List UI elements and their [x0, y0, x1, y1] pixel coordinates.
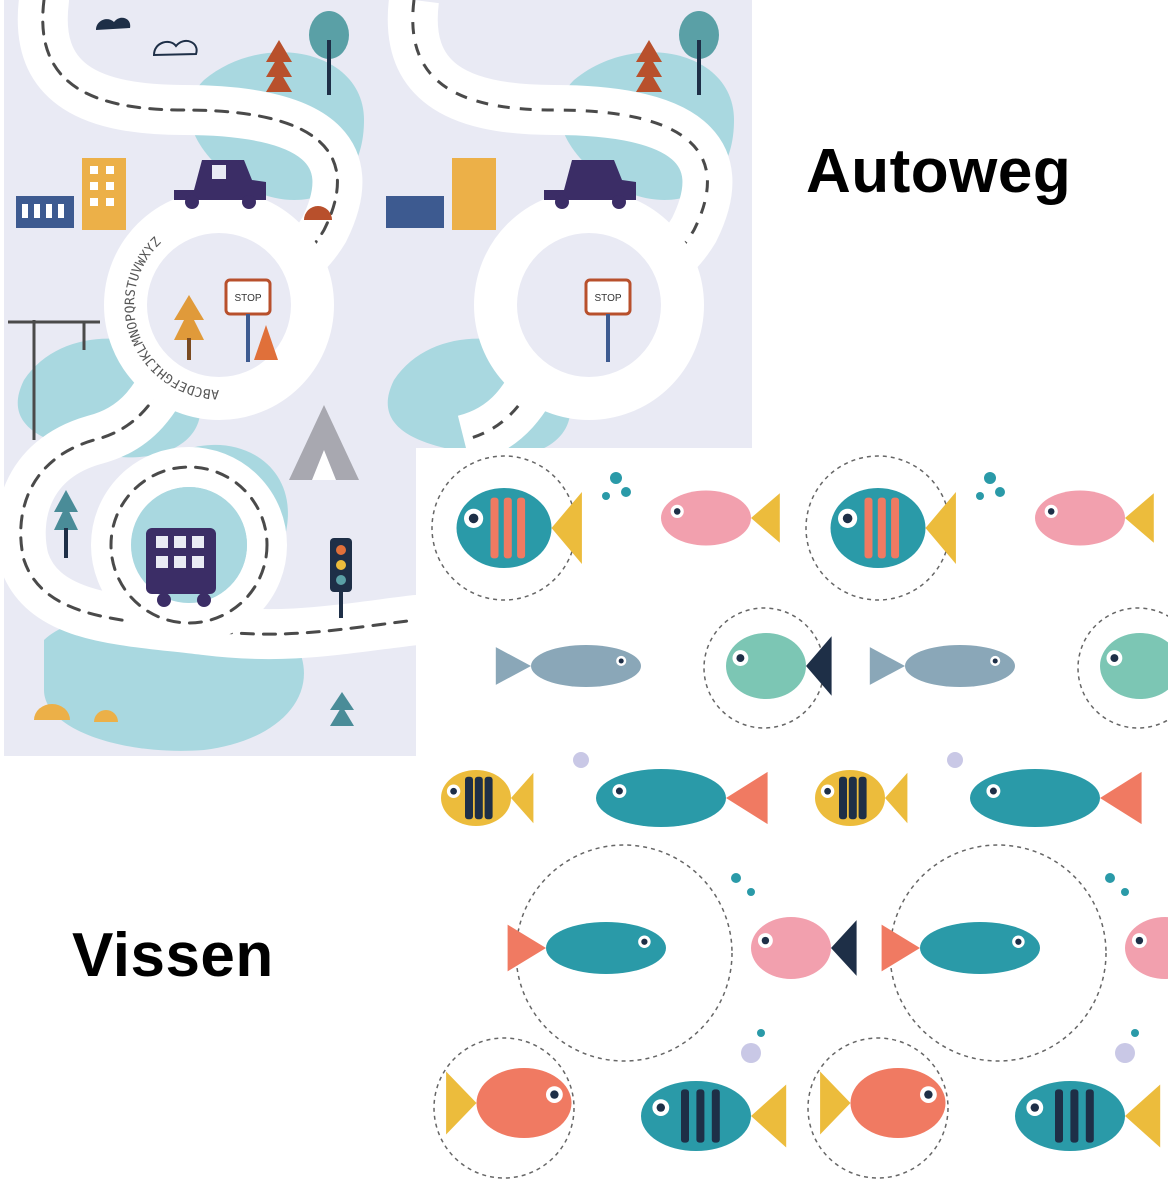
road-mat-pattern: ABCDEFGHIJKLMNOPQRSTUVWXYZ	[4, 0, 416, 756]
fish-mat-pattern	[416, 448, 1168, 1200]
fish-icon	[495, 645, 641, 687]
fish-icon	[507, 922, 666, 974]
bubble-icon	[1115, 1043, 1135, 1063]
fish-icon	[1035, 490, 1154, 546]
fish-icon	[446, 1068, 572, 1138]
cloud-icon	[152, 39, 198, 57]
svg-text:STOP: STOP	[594, 293, 621, 304]
dashed-ring	[1077, 607, 1168, 729]
bubble-icon	[731, 873, 741, 883]
fish-icon	[751, 917, 857, 979]
fish-icon	[869, 645, 1015, 687]
bubble-icon	[1105, 873, 1115, 883]
car-icon	[544, 160, 636, 209]
building-icon	[82, 158, 126, 230]
bubble-icon	[757, 1029, 765, 1037]
dashed-ring	[807, 1037, 949, 1179]
fish-icon	[1015, 1081, 1161, 1151]
bubble-icon	[995, 487, 1005, 497]
fish-icon	[661, 490, 780, 546]
traffic-light-icon	[330, 538, 352, 618]
fish-icon	[1100, 633, 1168, 699]
fish-icon	[815, 770, 908, 826]
tree-icon	[309, 11, 349, 95]
fish-icon	[830, 488, 956, 568]
fish-icon	[881, 922, 1040, 974]
road-mat-pattern-repeat: STOP	[374, 0, 752, 450]
bubble-icon	[1131, 1029, 1139, 1037]
road-side-label: Autoweg	[806, 137, 1072, 206]
tree-icon	[679, 11, 719, 95]
bubble-icon	[573, 752, 589, 768]
fish-icon	[820, 1068, 946, 1138]
bubble-icon	[610, 472, 622, 484]
fish-icon	[726, 633, 832, 699]
stop-sign-icon: STOP	[584, 278, 632, 362]
crane-icon	[8, 320, 100, 440]
fish-icon	[970, 769, 1142, 827]
teepee-icon	[289, 405, 359, 480]
fish-icon	[641, 1081, 787, 1151]
building-icon	[386, 158, 496, 230]
fish-icon	[441, 770, 534, 826]
fish-icon	[456, 488, 582, 568]
tree-icon	[266, 40, 292, 92]
tree-icon	[54, 490, 78, 558]
bubble-icon	[602, 492, 610, 500]
road-roundabout	[104, 190, 334, 420]
fish-side-label: Vissen	[72, 921, 274, 990]
bubble-icon	[1121, 888, 1129, 896]
stop-sign-icon: STOP	[224, 278, 272, 362]
dashed-ring	[433, 1037, 575, 1179]
tree-icon	[174, 295, 204, 360]
bubble-icon	[976, 492, 984, 500]
bus-icon	[146, 528, 216, 607]
bubble-icon	[747, 888, 755, 896]
svg-text:STOP: STOP	[234, 293, 261, 304]
traffic-cone-icon	[254, 325, 278, 360]
building-icon	[16, 196, 74, 228]
bubble-icon	[621, 487, 631, 497]
fish-icon	[1125, 917, 1168, 979]
cloud-icon	[96, 17, 131, 30]
bubble-icon	[741, 1043, 761, 1063]
car-icon	[174, 160, 266, 209]
tree-icon	[636, 40, 662, 92]
bubble-icon	[947, 752, 963, 768]
bubble-icon	[984, 472, 996, 484]
fish-icon	[596, 769, 768, 827]
